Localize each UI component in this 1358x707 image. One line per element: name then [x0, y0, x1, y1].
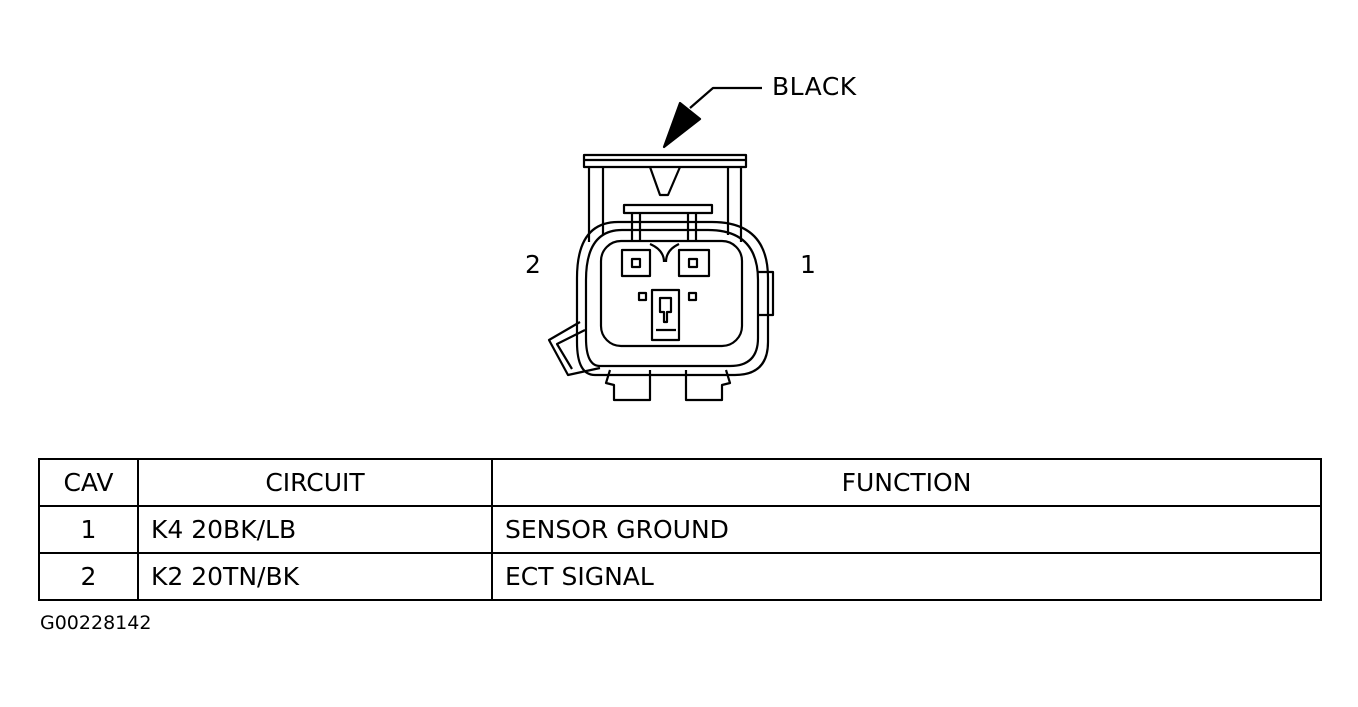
leg-left [604, 369, 652, 402]
leg-right [684, 369, 732, 402]
housing-inner-outline [584, 228, 760, 368]
key-tab [547, 321, 601, 377]
terminal-2 [620, 248, 652, 278]
cell-function: SENSOR GROUND [491, 505, 1322, 554]
header-function: FUNCTION [491, 458, 1322, 507]
connector-face-diagram [547, 86, 775, 402]
cell-circuit: K2 20TN/BK [137, 552, 493, 601]
table-row: 2 K2 20TN/BK ECT SIGNAL [38, 552, 1322, 601]
arrow-head [662, 101, 702, 149]
cell-cav: 2 [38, 552, 139, 601]
terminal-1 [677, 248, 711, 278]
locator-slot [650, 288, 681, 342]
connector-color-label: BLACK [772, 72, 857, 101]
figure-id: G00228142 [40, 612, 152, 634]
cavity-label-left: 2 [525, 250, 542, 279]
cell-cav: 1 [38, 505, 139, 554]
terminal-face [599, 239, 744, 348]
table-row: 1 K4 20BK/LB SENSOR GROUND [38, 505, 1322, 554]
lock-bar [622, 203, 714, 215]
pinout-table: CAV CIRCUIT FUNCTION 1 K4 20BK/LB SENSOR… [38, 458, 1322, 601]
housing-outer [575, 220, 770, 377]
leader-line [689, 86, 762, 109]
cell-circuit: K4 20BK/LB [137, 505, 493, 554]
lock-wedge [648, 166, 682, 197]
header-cav: CAV [38, 458, 139, 507]
cavity-label-right: 1 [800, 250, 817, 279]
lock-tab-body [587, 167, 743, 242]
table-header-row: CAV CIRCUIT FUNCTION [38, 458, 1322, 507]
cell-function: ECT SIGNAL [491, 552, 1322, 601]
header-circuit: CIRCUIT [137, 458, 493, 507]
side-latch [758, 270, 775, 317]
